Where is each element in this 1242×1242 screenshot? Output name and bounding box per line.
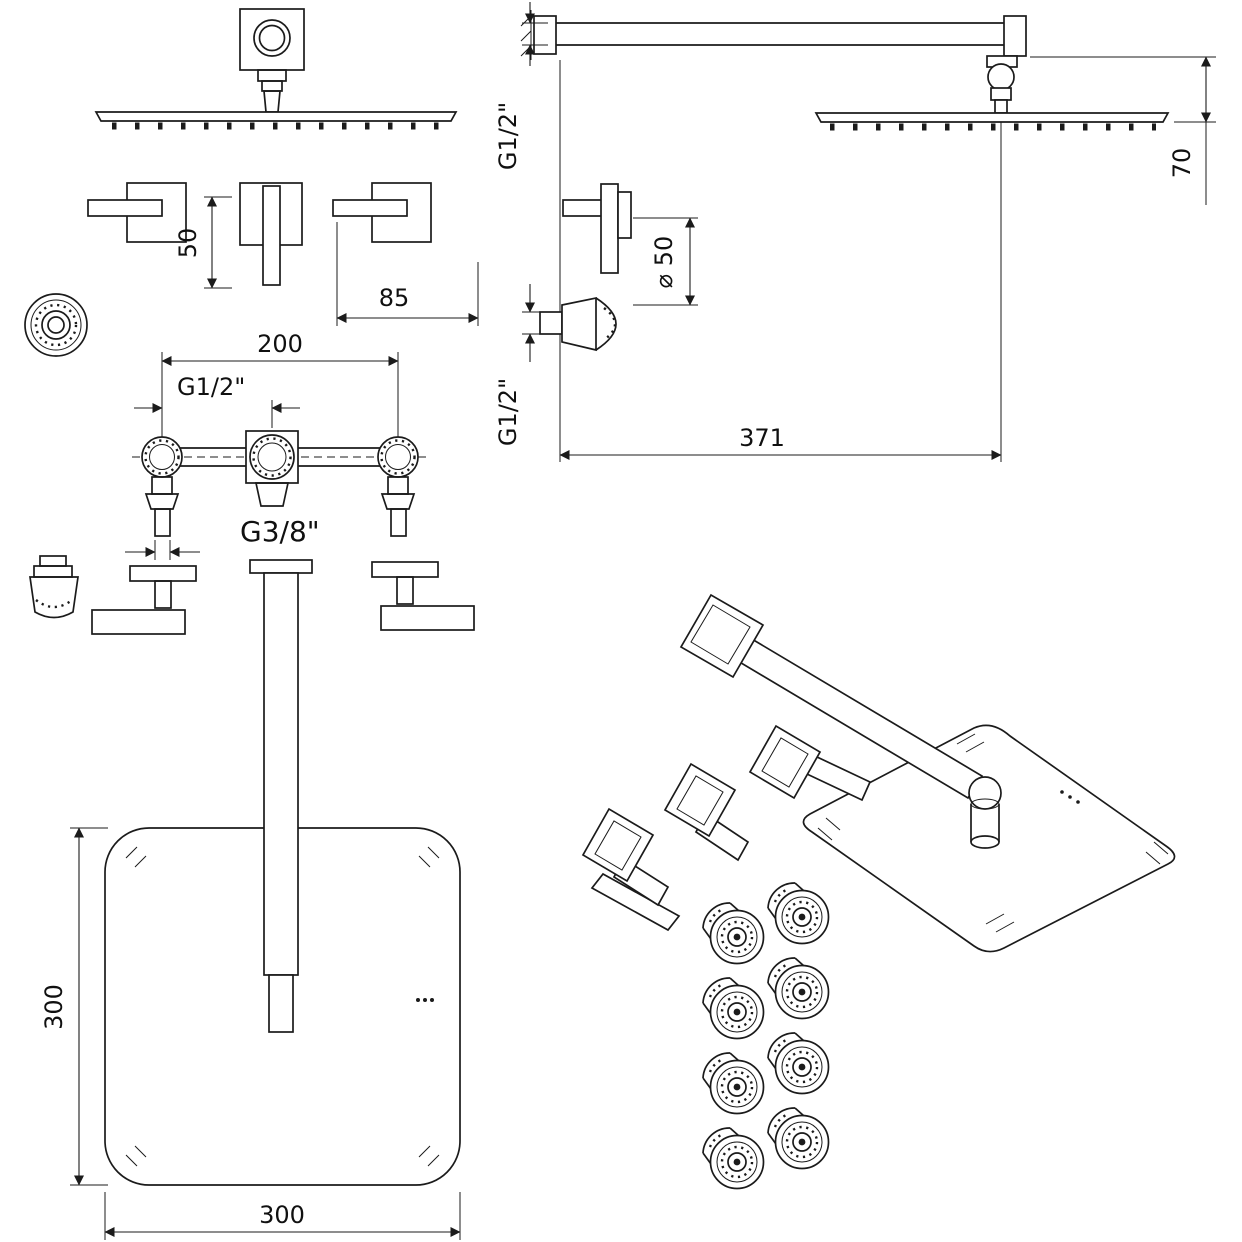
union-2-base	[380, 605, 475, 631]
body-jet-iso	[701, 1051, 765, 1115]
valve-handles-front-view: 50 85	[87, 182, 479, 326]
ball-joint-inner	[258, 24, 286, 52]
thread-g12-center-label: G1/2"	[177, 373, 245, 401]
left-handle-lever	[87, 199, 163, 217]
shower-head-front-view	[94, 8, 458, 130]
right-valve-port	[377, 436, 419, 478]
dim-300-height-label: 300	[40, 984, 68, 1030]
shower-plate-edge	[94, 111, 458, 122]
ceiling-bracket	[239, 8, 305, 71]
body-jet-iso	[766, 1106, 830, 1170]
body-jet-iso	[766, 1031, 830, 1095]
handle-c-flange-iso	[581, 807, 655, 883]
dim-50-label: 50	[174, 228, 202, 259]
plate-corner-marks	[125, 846, 440, 1167]
ceiling-flange	[249, 559, 313, 574]
handle-escutcheon-side	[617, 191, 632, 239]
handle-lever-side	[600, 183, 619, 274]
body-jet-iso	[701, 976, 765, 1040]
handle-c-base-iso	[590, 872, 681, 932]
shower-plate-side	[814, 112, 1170, 123]
dim-70-label: 70	[1168, 148, 1196, 179]
handle-stem-side	[562, 199, 606, 217]
ceiling-shower-front-view: 300 300	[40, 559, 461, 1240]
arm-elbow-iso	[968, 776, 1002, 810]
dim-200-label: 200	[257, 330, 303, 358]
shower-arm	[556, 22, 1004, 46]
thread-g12-jet-label: G1/2"	[494, 378, 522, 446]
ball-joint-outer	[253, 19, 291, 57]
dim-85-label: 85	[379, 284, 410, 312]
union-1-base	[91, 609, 186, 635]
union-2-handle-bar	[371, 561, 439, 578]
dim-300-width-label: 300	[259, 1201, 305, 1229]
left-valve-port	[141, 436, 183, 478]
arm-wall-flange-iso	[679, 593, 765, 679]
loose-parts-row	[29, 555, 475, 635]
right-handle-lever	[332, 199, 408, 217]
dia-50-label: ⌀ 50	[650, 236, 678, 289]
thread-g38-label: G3/8"	[240, 515, 320, 548]
dim-371-label: 371	[739, 424, 785, 452]
body-jet-iso	[701, 1126, 765, 1190]
ceiling-pipe	[263, 572, 299, 976]
jet-nozzle-side-view	[39, 555, 67, 567]
wall-shower-side-view: G1/2" 70 ⌀ 50 G1/2" 371	[494, 2, 1216, 462]
body-jet-front-view	[24, 293, 88, 357]
body-jet-iso	[766, 881, 830, 945]
dim-371-extensions	[559, 60, 1002, 462]
plate-corner-marks-iso	[817, 733, 1169, 933]
body-jet-iso	[766, 956, 830, 1020]
wall-flange	[533, 15, 557, 55]
handle-b-flange-iso	[663, 762, 737, 838]
body-jet-iso	[701, 901, 765, 965]
arm-elbow	[1003, 15, 1027, 57]
jet-stub-side	[539, 311, 563, 335]
concealed-valve-front-view: 200 G1/2" G3/8"	[125, 330, 428, 560]
isometric-view	[581, 593, 1176, 1190]
union-1-handle-bar	[129, 565, 197, 582]
handle-a-flange-iso	[748, 724, 822, 800]
thread-g12-arm-label: G1/2"	[494, 102, 522, 170]
ball-joint	[987, 63, 1015, 91]
middle-handle-lever	[262, 185, 281, 286]
